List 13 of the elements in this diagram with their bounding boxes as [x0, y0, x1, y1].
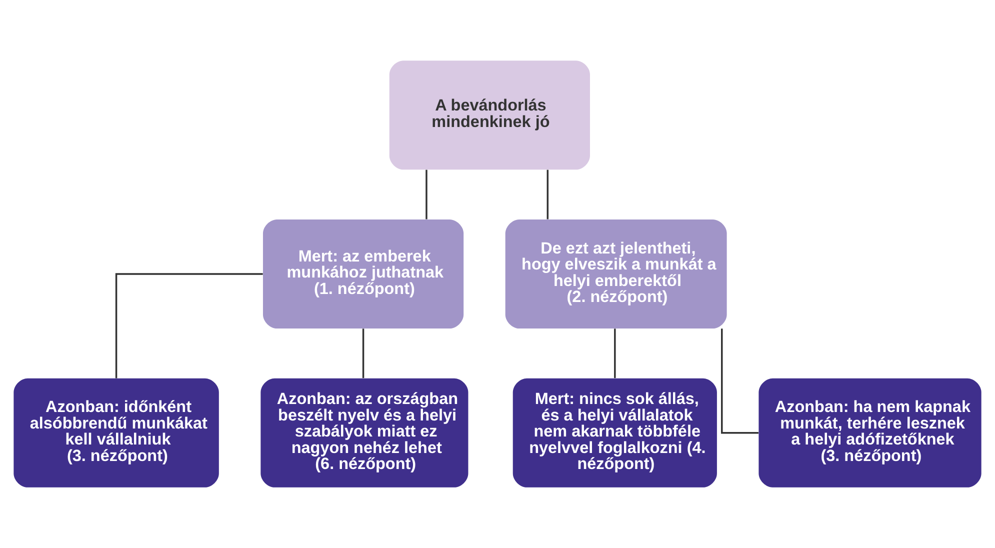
node-box: Mert: nincs sok állás, és a helyi vállalatok nem akarnak többféle nyelvvel foglalkozni (4. nézőpont) [512, 378, 717, 488]
node-box: Azonban: ha nem kapnak munkát, terhére lesznek a helyi adófizetőknek (3. nézőpont) [758, 378, 982, 488]
node-box: De ezt azt jelentheti, hogy elveszik a munkát a helyi emberektől (2. nézőpont) [505, 220, 727, 328]
node-box: Azonban: időnként alsóbbrendű munkákat kell vállalniuk (3. nézőpont) [14, 378, 219, 488]
connector [362, 328, 364, 378]
node-box: Azonban: az országban beszélt nyelv és a helyi szabályok miatt ez nagyon nehéz lehet (6. nézőpont) [260, 378, 468, 488]
node-box: A bevándorlás mindenkinek jó [389, 60, 590, 170]
connector [426, 170, 428, 220]
connector [546, 170, 549, 220]
connector [115, 273, 263, 378]
node-box: Mert: az emberek munkához juthatnak (1. nézőpont) [262, 220, 464, 328]
connector [721, 328, 758, 434]
connector [614, 328, 616, 378]
